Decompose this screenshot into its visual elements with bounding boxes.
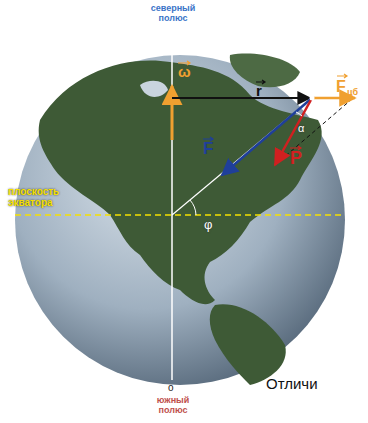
radius-label: r bbox=[256, 83, 262, 100]
radius-line bbox=[172, 98, 312, 215]
south-america bbox=[210, 304, 286, 385]
globe bbox=[15, 55, 345, 385]
angle-label: φ bbox=[204, 218, 212, 232]
alpha-arc bbox=[296, 112, 302, 116]
omega-label: ω bbox=[178, 64, 191, 81]
pole-label: южный полюс bbox=[148, 396, 198, 416]
subscript-label: цб bbox=[347, 88, 358, 98]
force-label: F bbox=[203, 140, 213, 159]
north-america bbox=[39, 60, 322, 304]
angle-label: α bbox=[298, 122, 304, 134]
r-vector bbox=[172, 97, 310, 99]
weight-label: P bbox=[290, 149, 302, 169]
plane-label: плоскость экватора bbox=[8, 186, 74, 208]
parallelogram-line bbox=[275, 99, 352, 165]
phi-arc bbox=[190, 200, 196, 215]
greenland bbox=[230, 54, 300, 88]
equator-plane bbox=[15, 214, 345, 216]
earth-axis bbox=[171, 36, 173, 380]
note-label: Отличи bbox=[266, 376, 318, 393]
pole-label: северный полюс bbox=[148, 4, 198, 24]
vector-bars bbox=[178, 61, 347, 150]
f-vector bbox=[222, 98, 312, 175]
centrifugal-vector bbox=[312, 97, 355, 100]
omega-vector bbox=[171, 86, 174, 140]
hudson-bay bbox=[140, 81, 168, 97]
point bbox=[310, 96, 315, 101]
force-label: F bbox=[336, 78, 346, 96]
point-label: o bbox=[168, 382, 174, 393]
